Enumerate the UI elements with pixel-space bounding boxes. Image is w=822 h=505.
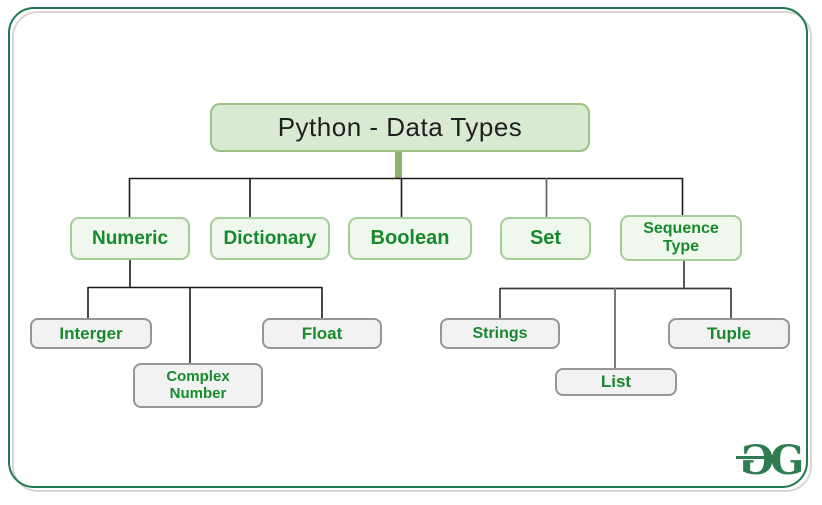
category-node-set: Set xyxy=(500,217,591,260)
root-node-label: Python - Data Types xyxy=(277,111,523,142)
geeksforgeeks-logo-icon: GG xyxy=(736,437,805,484)
category-node-sequence-type: Sequence Type xyxy=(620,215,742,261)
category-label: Dictionary xyxy=(223,227,317,249)
leaf-label: List xyxy=(600,372,632,392)
category-label: Numeric xyxy=(91,227,169,249)
leaf-node-complex-number: Complex Number xyxy=(133,363,263,408)
frame-border xyxy=(8,7,808,488)
frame-shadow-border xyxy=(12,11,812,492)
leaf-label: Complex Number xyxy=(166,367,230,402)
leaf-node-interger: Interger xyxy=(30,318,152,349)
category-node-boolean: Boolean xyxy=(348,217,472,260)
root-stub-connector xyxy=(395,152,402,179)
leaf-node-strings: Strings xyxy=(440,318,560,349)
leaf-label: Interger xyxy=(59,323,123,343)
logo-crossbar xyxy=(736,456,774,459)
leaf-label: Float xyxy=(301,323,343,343)
leaf-node-list: List xyxy=(555,368,677,396)
leaf-node-float: Float xyxy=(262,318,382,349)
logo-g: G xyxy=(770,437,805,484)
leaf-node-tuple: Tuple xyxy=(668,318,790,349)
category-node-numeric: Numeric xyxy=(70,217,190,260)
root-node-python-data-types: Python - Data Types xyxy=(210,103,590,152)
category-label: Boolean xyxy=(370,227,450,250)
category-label: Sequence Type xyxy=(643,220,719,255)
leaf-label: Tuple xyxy=(706,323,752,343)
leaf-label: Strings xyxy=(472,324,528,342)
category-node-dictionary: Dictionary xyxy=(210,217,330,260)
category-label: Set xyxy=(529,227,562,250)
logo-mirrored-g: G xyxy=(740,437,775,484)
